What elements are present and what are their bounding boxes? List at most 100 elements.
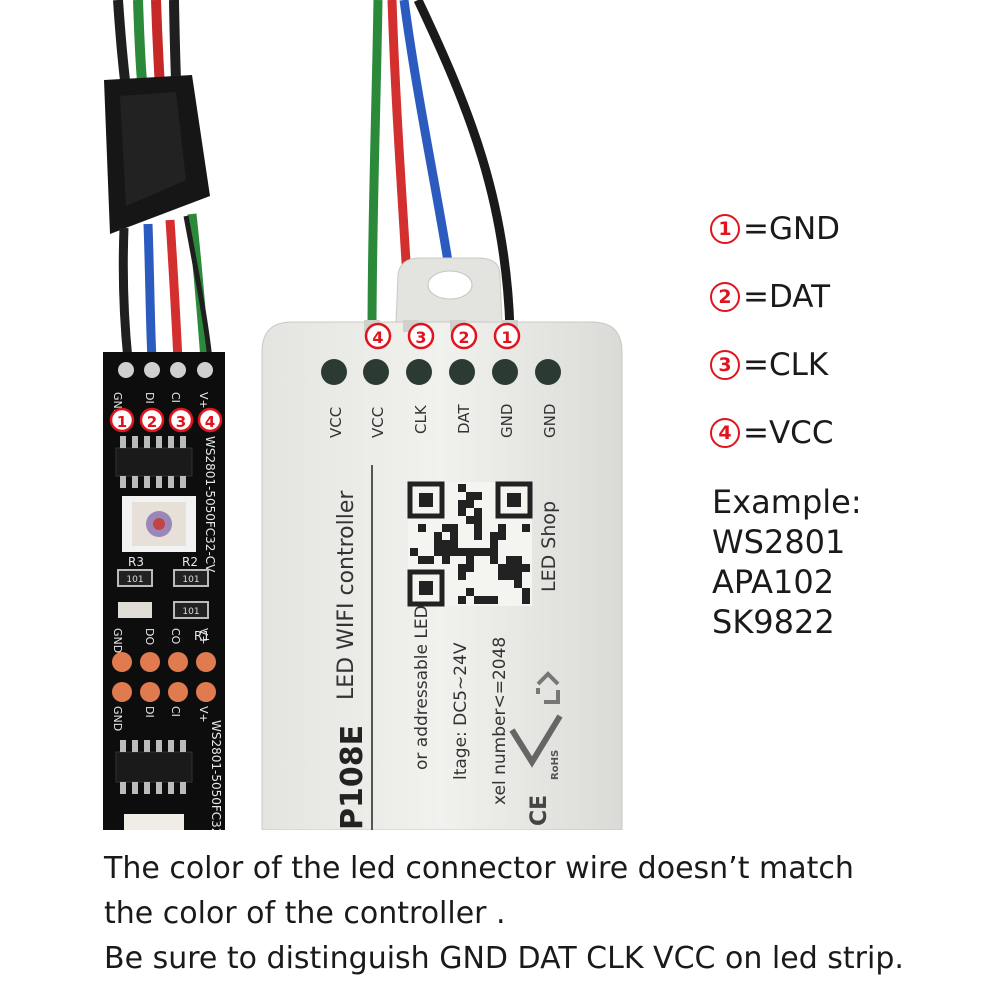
strip-pad-label-ci: CI: [169, 392, 182, 403]
qr-module: [450, 524, 458, 532]
legend-badge-3: 3: [710, 350, 740, 380]
qr-module: [498, 564, 506, 572]
qr-module: [522, 596, 530, 604]
svg-text:RoHS: RoHS: [550, 750, 561, 780]
qr-code: [407, 481, 533, 607]
qr-module: [498, 572, 506, 580]
qr-module: [506, 556, 514, 564]
controller-name: LED WIFI controller: [334, 490, 359, 700]
shop-label: LED Shop: [538, 501, 560, 592]
mid-label-do: DO: [143, 628, 156, 645]
qr-module: [466, 588, 474, 596]
strip-badge-1: 1: [109, 407, 135, 433]
recycle-icon: [536, 671, 560, 704]
qr-module: [506, 572, 514, 580]
legend-label-dat: =DAT: [743, 279, 831, 315]
rgb-led: [122, 496, 196, 552]
pin-label-dat: DAT: [455, 404, 473, 434]
strip-wires: [104, 0, 213, 361]
qr-module: [522, 524, 530, 532]
legend-row-gnd: 1=GND: [710, 195, 970, 263]
qr-module: [466, 564, 474, 572]
svg-text:101: 101: [126, 575, 143, 585]
legend-badge-4: 4: [710, 418, 740, 448]
example-chip-apa102: APA102: [712, 563, 835, 601]
strip-pad-label-di: DI: [143, 392, 156, 404]
mid-label-vplus-2: V+: [197, 706, 210, 723]
ic-chip-2: [115, 740, 193, 794]
qr-module: [410, 548, 418, 556]
qr-module: [450, 548, 458, 556]
qr-module: [418, 524, 426, 532]
qr-module: [506, 564, 514, 572]
caption-line-2: the color of the controller .: [104, 896, 506, 931]
chip-marking-2: WS2801-5050FC32-CV: [209, 720, 223, 830]
example-chip-sk9822: SK9822: [712, 603, 835, 641]
ce-mark: CE: [527, 795, 552, 826]
qr-module: [466, 548, 474, 556]
controller-badge-4: 4: [364, 322, 392, 350]
svg-text:4: 4: [205, 413, 215, 431]
mid-label-co: CO: [169, 628, 182, 645]
qr-module: [490, 596, 498, 604]
qr-module: [458, 596, 466, 604]
controller-badge-2: 2: [450, 322, 478, 350]
mid-label-gnd: GND: [111, 628, 124, 653]
qr-module: [474, 524, 482, 532]
qr-module: [442, 556, 450, 564]
mid-label-vplus: V+: [197, 628, 210, 645]
qr-module: [442, 524, 450, 532]
qr-module: [450, 540, 458, 548]
qr-module: [458, 484, 466, 492]
qr-module: [498, 524, 506, 532]
qr-module: [514, 572, 522, 580]
chip-marking: WS2801-5050FC32-CV: [203, 436, 217, 573]
spec-line-1: or addressable LED: [412, 605, 432, 770]
led-strip: GND DI CI V+ 1 2 3 4 WS: [103, 352, 225, 830]
spec-line-3: xel number<=2048: [490, 637, 510, 805]
qr-module: [474, 548, 482, 556]
photo-illustration: GND DI CI V+ 1 2 3 4 WS: [103, 0, 623, 830]
qr-module: [474, 596, 482, 604]
spec-line-2: ltage: DC5~24V: [451, 642, 471, 780]
example-block: Example: WS2801 APA102 SK9822: [712, 482, 992, 642]
controller-badge-3: 3: [407, 322, 435, 350]
qr-module: [434, 532, 442, 540]
copper-pads: [112, 652, 216, 702]
controller-badge-1: 1: [493, 322, 521, 350]
legend-row-dat: 2=DAT: [710, 263, 970, 331]
pin-label-gnd-2: GND: [541, 404, 559, 438]
svg-text:3: 3: [415, 328, 426, 347]
qr-module: [514, 580, 522, 588]
pin-label-vcc-2: VCC: [369, 407, 387, 438]
rohs-icon: RoHS: [509, 714, 563, 780]
product-photo: GND DI CI V+ 1 2 3 4 WS: [103, 0, 623, 830]
svg-text:1: 1: [117, 413, 127, 431]
caption-line-3: Be sure to distinguish GND DAT CLK VCC o…: [104, 941, 904, 976]
pin-label-clk: CLK: [412, 404, 430, 434]
qr-module: [482, 548, 490, 556]
example-chip-ws2801: WS2801: [712, 523, 846, 561]
svg-text:2: 2: [458, 328, 469, 347]
rgb-led-2: [124, 814, 184, 830]
qr-module: [434, 548, 442, 556]
resistor-label-r3: R3: [128, 555, 144, 569]
qr-module: [482, 596, 490, 604]
qr-module: [522, 588, 530, 596]
svg-text:1: 1: [501, 328, 512, 347]
resistor-label-r2: R2: [182, 555, 198, 569]
pin-label-vcc-1: VCC: [327, 407, 345, 438]
qr-module: [474, 492, 482, 500]
legend-label-gnd: =GND: [743, 211, 841, 247]
svg-text:2: 2: [147, 413, 157, 431]
svg-text:101: 101: [182, 575, 199, 585]
resistor-1: 101: [117, 569, 153, 587]
ic-chip: [115, 436, 193, 488]
qr-module: [418, 556, 426, 564]
qr-module: [442, 548, 450, 556]
qr-module: [442, 540, 450, 548]
qr-module: [474, 508, 482, 516]
qr-module: [458, 572, 466, 580]
legend-badge-1: 1: [710, 214, 740, 244]
qr-module: [458, 508, 466, 516]
